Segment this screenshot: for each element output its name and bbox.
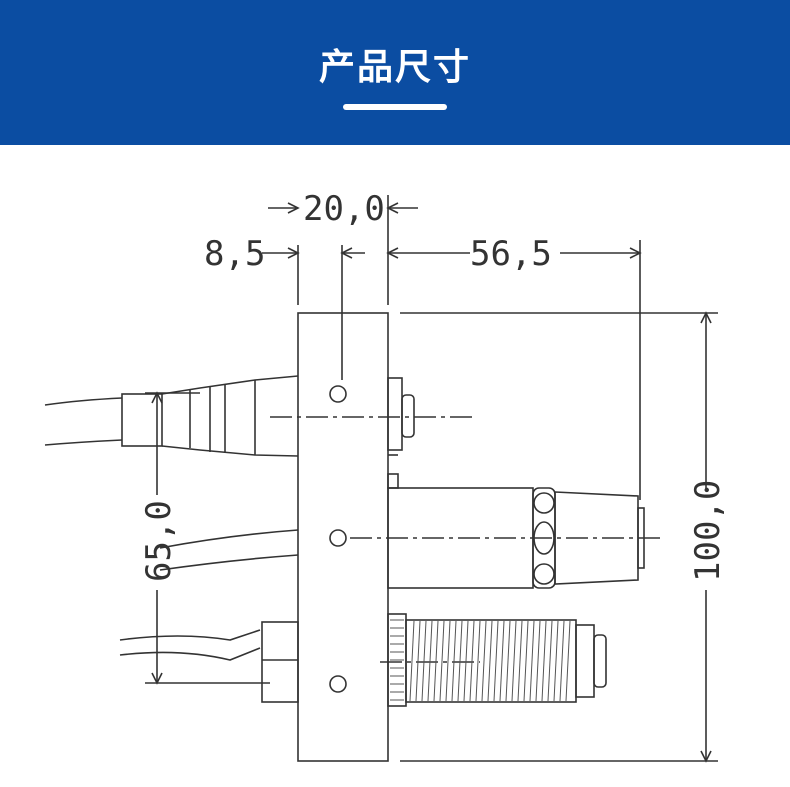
dim-label-20: 20,0 — [303, 189, 385, 229]
mounting-plate — [297, 312, 389, 762]
thread-lines — [390, 619, 571, 702]
mount-hole-bottom — [329, 675, 347, 693]
dimension-drawing: 20,0 8,5 56,5 65,0 100,0 — [44, 189, 728, 763]
bottom-sensor — [119, 613, 607, 707]
top-sensor — [44, 375, 415, 457]
middle-sensor — [159, 473, 645, 589]
page-title: 产品尺寸 — [318, 47, 471, 88]
title-underline — [343, 104, 447, 110]
mount-hole-top — [329, 385, 347, 403]
header-banner: 产品尺寸 — [0, 0, 790, 145]
mount-hole-middle — [329, 529, 347, 547]
dim-label-8-5: 8,5 — [204, 234, 265, 274]
dim-label-56-5: 56,5 — [470, 234, 552, 274]
dim-label-100: 100,0 — [688, 480, 728, 582]
dim-label-65: 65,0 — [139, 500, 179, 582]
